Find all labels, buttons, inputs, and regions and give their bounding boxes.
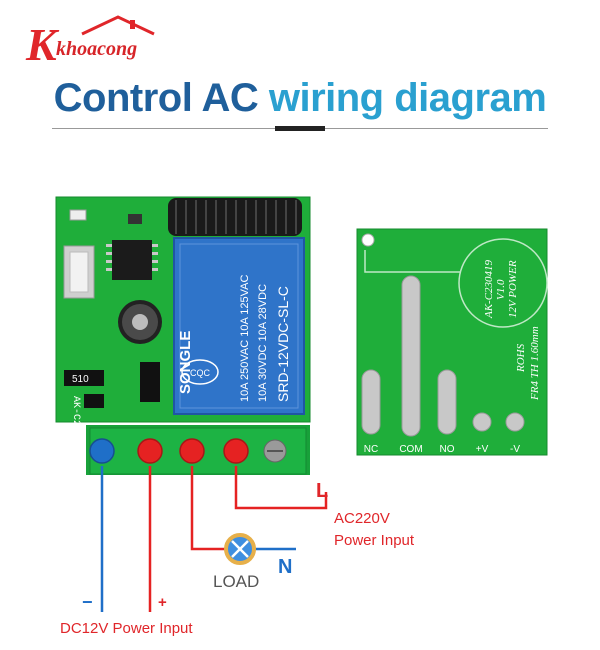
label-ac-voltage: AC220V xyxy=(334,510,390,527)
label-dc-power: DC12V Power Input xyxy=(60,620,193,637)
brand-logo: K khoacong xyxy=(8,8,178,70)
smd-component xyxy=(69,209,87,221)
solder-pad xyxy=(472,412,492,432)
pcb-spec: FR4 TH 1.60mm xyxy=(529,326,541,401)
pcb-version-left: V1.0 xyxy=(58,440,69,464)
solder-pad xyxy=(361,369,381,435)
pcb-power: 12V POWER xyxy=(507,260,519,318)
smd-component xyxy=(128,214,142,224)
relay-rating-1: 10A 250VAC 10A 125VAC xyxy=(239,275,251,402)
house-roof-icon xyxy=(81,15,155,36)
relay-cert-logo: CQC xyxy=(190,368,211,378)
receiver-board-back xyxy=(356,228,548,456)
wire-ac-live xyxy=(234,466,328,510)
transistor xyxy=(84,394,104,408)
label-ac-power: Power Input xyxy=(334,532,415,549)
ic-chip xyxy=(106,240,158,280)
transistor xyxy=(140,362,160,402)
solder-pad xyxy=(437,369,457,435)
logo-initial: K xyxy=(26,19,57,70)
relay-model: SRD-12VDC-SL-C xyxy=(275,286,291,402)
chip-510 xyxy=(64,370,104,386)
pin-label-nc: NC xyxy=(364,444,378,455)
pcb-rohs: ROHS xyxy=(515,343,527,373)
relay-brand: SONGLE xyxy=(177,331,194,394)
pin-label-vminus: -V xyxy=(510,444,520,455)
chip-label: 510 xyxy=(72,374,89,385)
title-part-2: wiring diagram xyxy=(268,76,547,120)
terminal-dc-negative xyxy=(89,438,115,464)
pin-label-no: NO xyxy=(440,444,455,455)
label-live: L xyxy=(316,480,329,502)
relay-rating-2: 10A 30VDC 10A 28VDC xyxy=(257,284,269,402)
antenna-trace xyxy=(458,238,548,328)
antenna-coil xyxy=(168,198,302,236)
page-title: Control AC wiring diagram xyxy=(0,76,600,120)
terminal-dc-positive xyxy=(137,438,163,464)
logo-text: khoacong xyxy=(56,38,138,60)
label-minus: − xyxy=(82,592,93,612)
pcb-code-left: AK-C230419 xyxy=(70,396,81,456)
title-divider-accent xyxy=(275,126,325,131)
capacitor xyxy=(118,300,162,344)
title-part-1: Control AC xyxy=(53,76,269,120)
wire-load-live xyxy=(190,466,225,551)
solder-pad xyxy=(401,275,421,437)
label-load: LOAD xyxy=(213,572,260,591)
terminal-caps xyxy=(89,438,249,464)
pcb-code-right: AK-C230419 xyxy=(483,259,495,319)
pin-label-vplus: +V xyxy=(476,444,489,455)
wires xyxy=(100,466,328,612)
learn-button xyxy=(63,245,95,299)
pin-label-com: COM xyxy=(399,444,422,455)
label-plus: + xyxy=(158,594,167,611)
load-bulb-icon xyxy=(224,533,256,565)
relay xyxy=(173,237,305,415)
label-neutral: N xyxy=(278,556,293,578)
terminal-relay-1 xyxy=(179,438,205,464)
pcb-version-right: V1.0 xyxy=(495,279,507,300)
terminal-relay-2 xyxy=(223,438,249,464)
solder-pad xyxy=(505,412,525,432)
